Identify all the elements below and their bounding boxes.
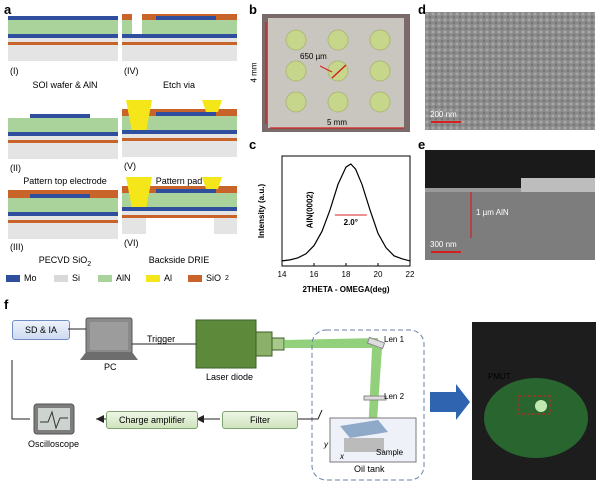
x-tick-label-3: 20 [374, 270, 383, 279]
sem-e-scale: 300 nm [430, 240, 457, 249]
step-label-II: Pattern top electrode [23, 176, 107, 186]
panel-label-f: f [4, 297, 9, 312]
panel-label-d: d [418, 2, 426, 17]
panel-label-a: a [4, 2, 12, 17]
panel-label-e: e [418, 137, 426, 152]
sd-ia-box: SD & IA [12, 320, 70, 340]
step-id-II: (II) [10, 163, 21, 173]
peak-label: AlN(0002) [305, 191, 314, 228]
oil-tank-label: Oil tank [354, 464, 385, 474]
len2-label: Len 2 [384, 392, 405, 401]
charge-amplifier-box: Charge amplifier [106, 411, 198, 429]
pmut-array-micrograph [262, 14, 410, 132]
sem-cross-section-image [425, 150, 595, 260]
step-III-stack [8, 190, 118, 239]
step-label-V: Pattern pad [155, 176, 203, 186]
step-label-III: PECVD SiO2 [38, 255, 92, 268]
fwhm-label: 2.0° [344, 218, 358, 227]
x-tick-label-4: 22 [406, 270, 415, 279]
aln-thickness-label: 1 µm AlN [476, 208, 509, 217]
step-label-I: SOI wafer & AlN [32, 80, 98, 90]
legend-mo: Mo [6, 273, 37, 283]
xrd-curve [281, 163, 411, 262]
legend-si: Si [54, 273, 80, 283]
pitch-label: 650 µm [300, 52, 327, 61]
xrd-rocking-curve-chart: 14 16 18 20 22 2.0° AlN(0002) Intensity (a.u.) 2… [257, 155, 415, 294]
oscilloscope-label: Oscilloscope [28, 439, 80, 449]
x-axis-label: 2THETA - OMEGA(deg) [302, 285, 389, 294]
sem-d-scale: 200 nm [430, 110, 457, 119]
step-id-IV: (IV) [124, 66, 139, 76]
x-tick-label-1: 16 [310, 270, 319, 279]
sem-surface-image [425, 12, 595, 130]
step-I-stack [8, 16, 118, 61]
step-V-stack [122, 100, 237, 157]
height-label: 4 mm [249, 62, 259, 83]
width-label: 5 mm [327, 118, 347, 127]
step-id-VI: (VI) [124, 238, 139, 248]
process-flow-diagram [8, 14, 237, 239]
step-id-V: (V) [124, 161, 136, 171]
step-id-I: (I) [10, 66, 19, 76]
pmut-label: PMUT [488, 372, 511, 381]
axis-y-label: y [324, 440, 328, 449]
step-id-III: (III) [10, 242, 24, 252]
trigger-label: Trigger [147, 334, 176, 344]
legend-al: Al [146, 273, 172, 283]
step-VI-stack [122, 177, 237, 234]
step-II-stack [8, 114, 118, 159]
sample-label: Sample [376, 448, 404, 457]
x-tick-label-0: 14 [278, 270, 287, 279]
pc-label: PC [104, 362, 117, 372]
panel-label-c: c [249, 137, 257, 152]
axis-x-label: x [340, 452, 344, 461]
legend-aln: AlN [98, 273, 131, 283]
x-tick-label-2: 18 [342, 270, 351, 279]
step-IV-stack [122, 14, 237, 61]
plot-frame [281, 155, 411, 267]
y-axis-label: Intensity (a.u.) [257, 184, 266, 239]
measurement-setup-diagram [11, 317, 596, 481]
len1-label: Len 1 [384, 335, 405, 344]
laser-label: Laser diode [206, 372, 254, 382]
filter-box: Filter [222, 411, 298, 429]
panel-label-b: b [249, 2, 257, 17]
step-label-IV: Etch via [162, 80, 195, 90]
step-label-VI: Backside DRIE [148, 255, 210, 265]
